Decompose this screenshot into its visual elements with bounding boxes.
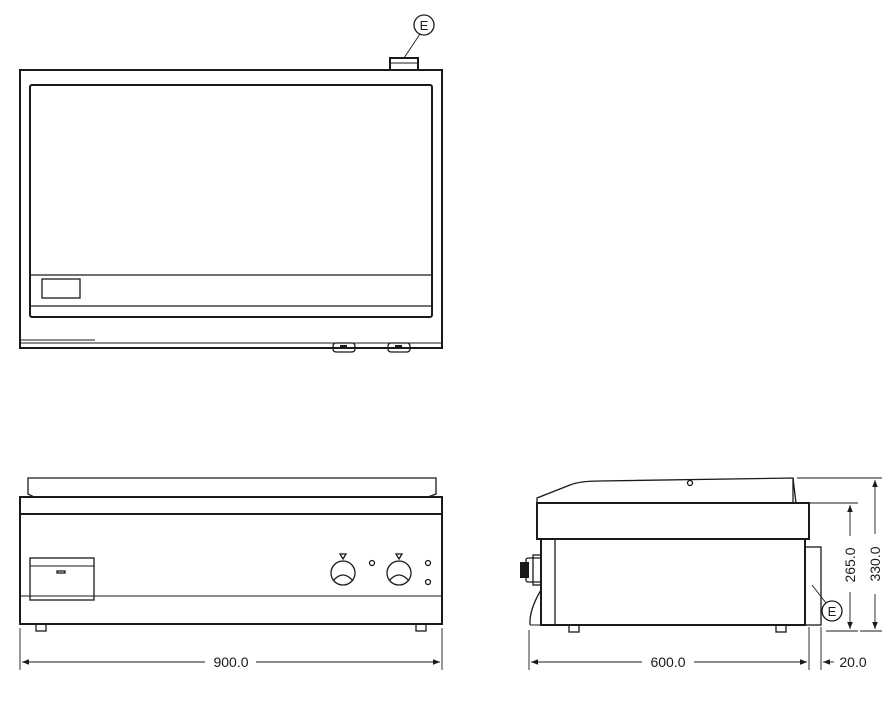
callout-e-top: E (403, 14, 435, 59)
front-knob-left (330, 553, 376, 586)
dimension-height-body: 265.0 (810, 502, 858, 632)
svg-text:900.0: 900.0 (213, 654, 248, 670)
top-knob-left (332, 342, 356, 353)
dimension-offset: 20.0 (798, 627, 867, 670)
front-view: 900.0 (19, 477, 443, 670)
svg-text:600.0: 600.0 (650, 654, 685, 670)
side-view: E 600.0 20.0 265.0 (520, 477, 883, 670)
svg-text:20.0: 20.0 (839, 654, 866, 670)
front-knob-right (386, 553, 432, 586)
dimension-depth: 600.0 (528, 627, 810, 670)
dimension-height-total: 330.0 (797, 477, 883, 632)
top-knob-right (387, 342, 411, 353)
svg-text:E: E (828, 604, 837, 619)
top-view: E (19, 14, 443, 353)
flue-outlet (389, 57, 419, 71)
svg-text:E: E (420, 18, 429, 33)
dimension-width: 900.0 (19, 628, 443, 670)
side-knob (520, 554, 542, 586)
svg-text:330.0: 330.0 (867, 546, 883, 581)
callout-e-side: E (811, 584, 843, 622)
svg-text:265.0: 265.0 (842, 547, 858, 582)
